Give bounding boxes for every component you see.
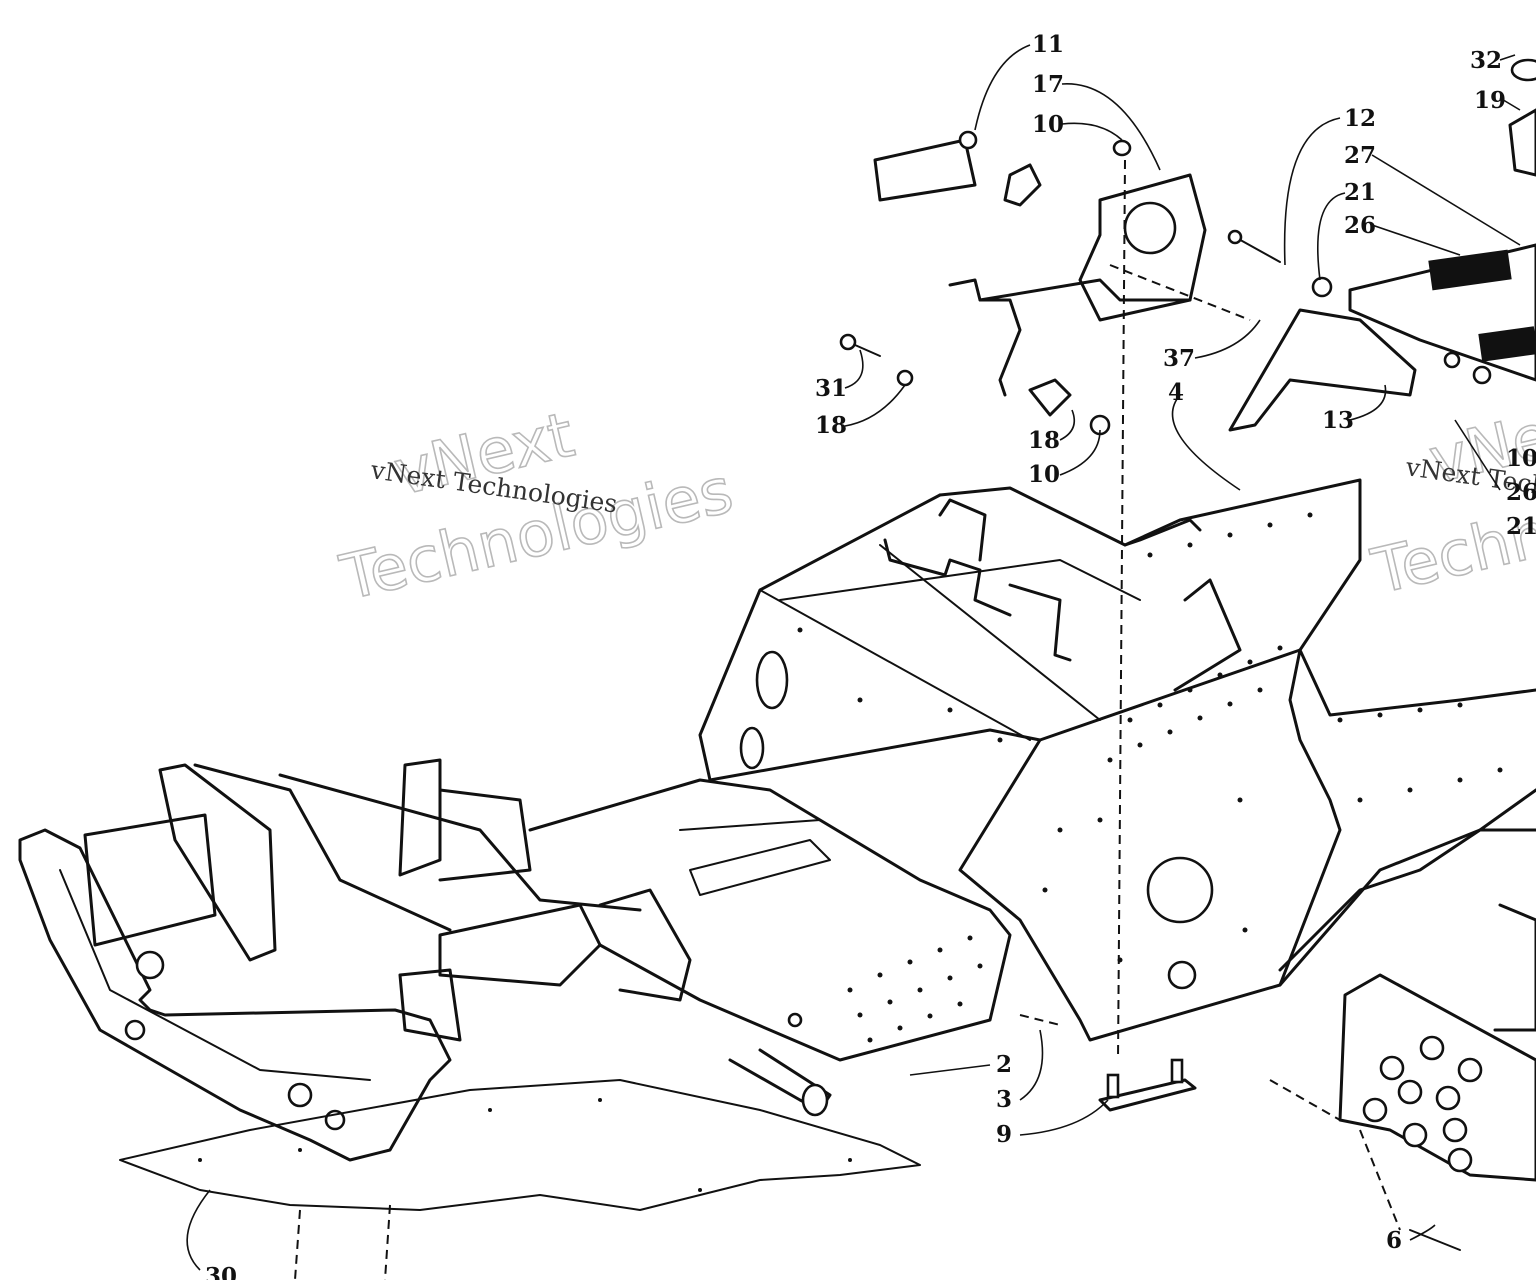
- callout-10: 10: [1032, 111, 1064, 138]
- callout-19: 19: [1474, 87, 1506, 114]
- gauge-plate: [1338, 903, 1536, 1251]
- callout-18-lower: 18: [1028, 427, 1060, 454]
- callout-31: 31: [815, 375, 847, 402]
- callout-26-right: 26: [1506, 479, 1536, 506]
- callout-12: 12: [1344, 105, 1376, 132]
- callout-13: 13: [1322, 407, 1354, 434]
- rivet-pattern: [797, 512, 1503, 963]
- callout-30: 30: [205, 1263, 237, 1280]
- callout-37: 37: [1163, 345, 1195, 372]
- alignment-lines: [1019, 159, 1401, 1231]
- chassis-tunnel: [698, 478, 1536, 1042]
- console-plate: [1348, 58, 1536, 385]
- callout-10-right: 10: [1506, 445, 1536, 472]
- front-frame: [18, 758, 1012, 1162]
- leader-lines: [186, 44, 1521, 1271]
- steering-support: [839, 130, 1417, 436]
- callout-32: 32: [1470, 47, 1502, 74]
- stud-plate-9: [1098, 1058, 1197, 1112]
- callout-10-lower: 10: [1028, 461, 1060, 488]
- callout-6: 6: [1386, 1227, 1402, 1254]
- callout-9: 9: [996, 1121, 1012, 1148]
- perforations: [847, 935, 983, 1043]
- callout-17: 17: [1032, 71, 1064, 98]
- callout-21: 21: [1344, 179, 1376, 206]
- callout-labels: 11 17 10 32 19 12 27 21 26 31 18 37 4 13…: [205, 31, 1536, 1280]
- callout-11: 11: [1032, 31, 1064, 58]
- callout-27: 27: [1344, 142, 1376, 169]
- callout-21-right: 21: [1506, 513, 1536, 540]
- callout-2: 2: [996, 1051, 1012, 1078]
- callout-26: 26: [1344, 212, 1376, 239]
- belly-pan: [119, 1079, 921, 1280]
- callout-18: 18: [815, 412, 847, 439]
- callout-4: 4: [1168, 379, 1184, 406]
- callout-3: 3: [996, 1086, 1012, 1113]
